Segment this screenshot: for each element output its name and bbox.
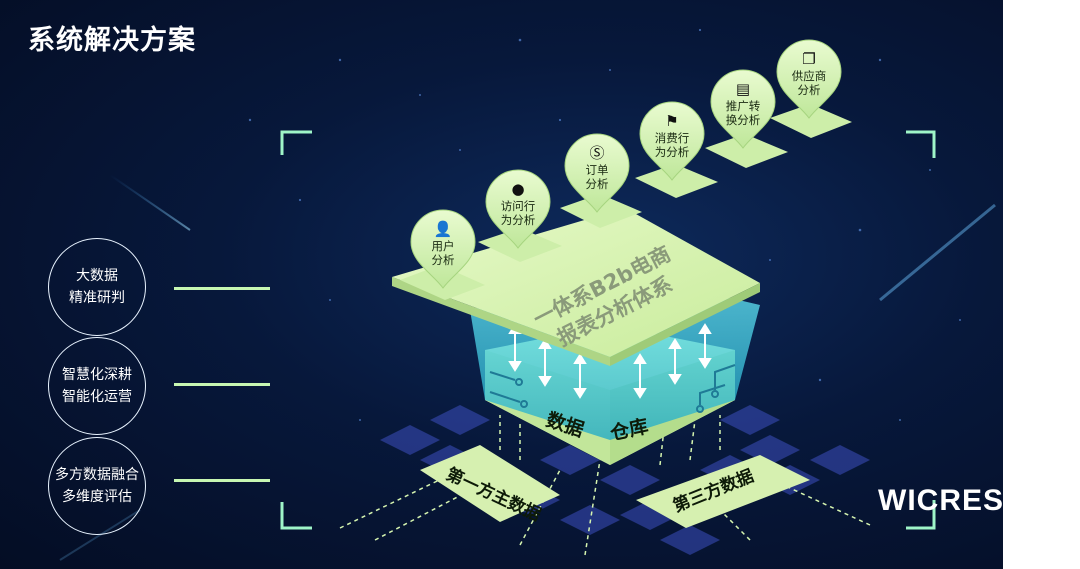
pin-shape (776, 39, 842, 119)
documents-icon: ❐ (802, 50, 815, 68)
brand-name: WICRESOFT (878, 484, 1003, 517)
capability-line1: 智慧化深耕 (62, 367, 132, 383)
connector-line (174, 383, 270, 386)
flag-icon: ⚑ (665, 112, 678, 130)
capability-line1: 大数据 (76, 268, 118, 284)
pin-shape (710, 69, 776, 149)
pin-label-line2: 分析 (586, 177, 609, 191)
capability-circle-3: 多方数据融合 多维度评估 (48, 437, 146, 535)
platform-slab (392, 208, 760, 357)
pin-label-line2: 为分析 (655, 145, 690, 159)
pin-label-line2: 换分析 (726, 113, 761, 127)
pin-label-line1: 访问行 (501, 199, 536, 213)
pin-shape (639, 101, 705, 181)
pin-shape (485, 169, 551, 249)
user-icon: 👤 (434, 220, 453, 238)
pin-label-line1: 供应商 (792, 69, 827, 83)
connector-line (174, 479, 270, 482)
pin-label-line1: 消费行 (655, 131, 690, 145)
capability-line2: 多维度评估 (62, 489, 132, 505)
capability-circle-1: 大数据 精准研判 (48, 238, 146, 336)
pin-label-line2: 分析 (432, 253, 455, 267)
capability-line2: 智能化运营 (62, 389, 132, 405)
bidirectional-arrows (508, 323, 712, 399)
pin-label-line1: 订单 (586, 163, 609, 177)
order-icon: Ⓢ (589, 144, 604, 162)
star-dots (248, 28, 961, 421)
connector-line (174, 287, 270, 290)
brand-logo: WICRESOFT® (878, 484, 1003, 518)
light-streak (879, 203, 996, 302)
platform-edge (610, 283, 760, 366)
corner-brackets (280, 130, 936, 530)
pin-label-line2: 为分析 (501, 213, 536, 227)
pin-shape (564, 133, 630, 213)
store-icon: ▤ (736, 80, 750, 98)
capability-line2: 精准研判 (69, 290, 125, 306)
pin-label-line1: 用户 (432, 239, 455, 253)
capability-line1: 多方数据融合 (55, 467, 139, 483)
circuit-traces (489, 364, 736, 413)
pin-shape (410, 209, 476, 289)
page-title: 系统解决方案 (28, 25, 196, 56)
capability-circle-2: 智慧化深耕 智能化运营 (48, 337, 146, 435)
pin-label-line1: 推广转 (726, 99, 761, 113)
globe-icon: ● (511, 180, 524, 198)
pin-label-line2: 分析 (798, 83, 821, 97)
light-streak (109, 174, 191, 231)
